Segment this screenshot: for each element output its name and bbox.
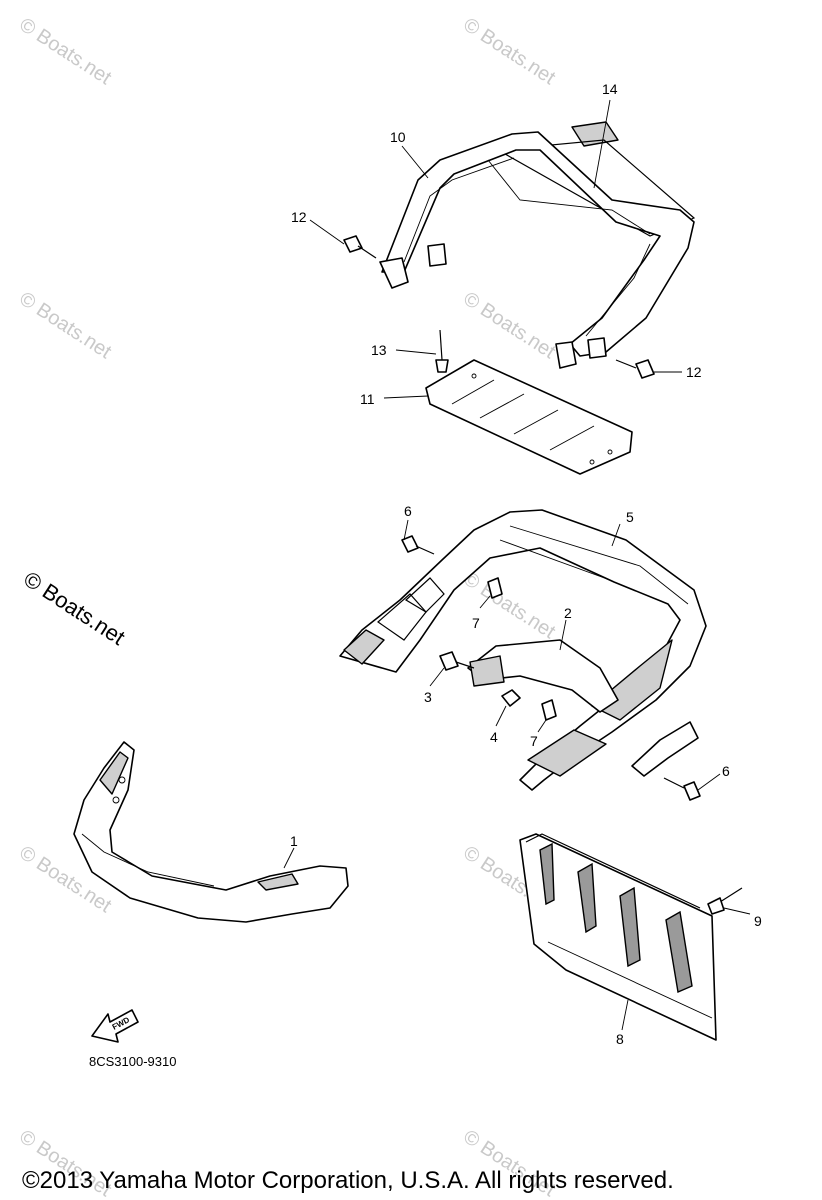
callout-5: 5 [626, 509, 634, 525]
part-12-bolt-lower [615, 359, 655, 379]
callout-1: 1 [290, 833, 298, 849]
part-2-lower-panel [467, 639, 619, 713]
part-4-nut [501, 689, 521, 707]
watermark: © Boats.net [459, 288, 559, 364]
part-14-label [571, 121, 619, 147]
watermark: © Boats.net [15, 288, 115, 364]
callout-2: 2 [564, 605, 572, 621]
callout-6: 6 [404, 503, 412, 519]
watermarks: © Boats.net © Boats.net © Boats.net © Bo… [15, 14, 559, 1200]
part-10-rear-rack [379, 131, 696, 369]
callout-11: 11 [360, 391, 375, 407]
part-11-plate [425, 359, 633, 475]
part-3-bolt [439, 651, 475, 671]
watermark: © Boats.net [15, 14, 115, 90]
callout-9: 9 [754, 913, 762, 929]
part-9-rivet [707, 887, 743, 915]
callouts: 14 10 12 12 13 11 6 5 2 7 3 4 7 6 1 9 8 [290, 81, 762, 1047]
part-12-bolt-upper [343, 235, 377, 259]
copyright-notice: ©2013 Yamaha Motor Corporation, U.S.A. A… [22, 1167, 674, 1194]
callout-3: 3 [424, 689, 432, 705]
callout-13: 13 [371, 342, 387, 358]
part-7-clip-upper [487, 577, 503, 599]
part-6-bolt-lower [663, 777, 701, 801]
callout-10: 10 [390, 129, 406, 145]
callout-14: 14 [602, 81, 618, 97]
part-1-front-bumper [73, 741, 349, 923]
watermark: © Boats.net [459, 568, 559, 644]
callout-4: 4 [490, 729, 498, 745]
watermark-prominent: © Boats.net [19, 566, 129, 650]
callout-6: 6 [722, 763, 730, 779]
part-7-clip-lower [541, 699, 557, 721]
leader-lines [283, 99, 751, 1031]
bumper-side-tube [631, 721, 699, 777]
part-13-rivet [435, 329, 449, 373]
watermark: © Boats.net [459, 14, 559, 90]
part-code: 8CS3100-9310 [89, 1054, 177, 1069]
callout-7: 7 [530, 733, 538, 749]
callout-12: 12 [291, 209, 307, 225]
callout-7: 7 [472, 615, 480, 631]
callout-12: 12 [686, 364, 702, 380]
part-8-mud-flap [519, 833, 717, 1041]
fwd-arrow-icon: FWD [91, 1009, 139, 1043]
part-6-bolt-upper [401, 535, 435, 555]
callout-8: 8 [616, 1031, 624, 1047]
